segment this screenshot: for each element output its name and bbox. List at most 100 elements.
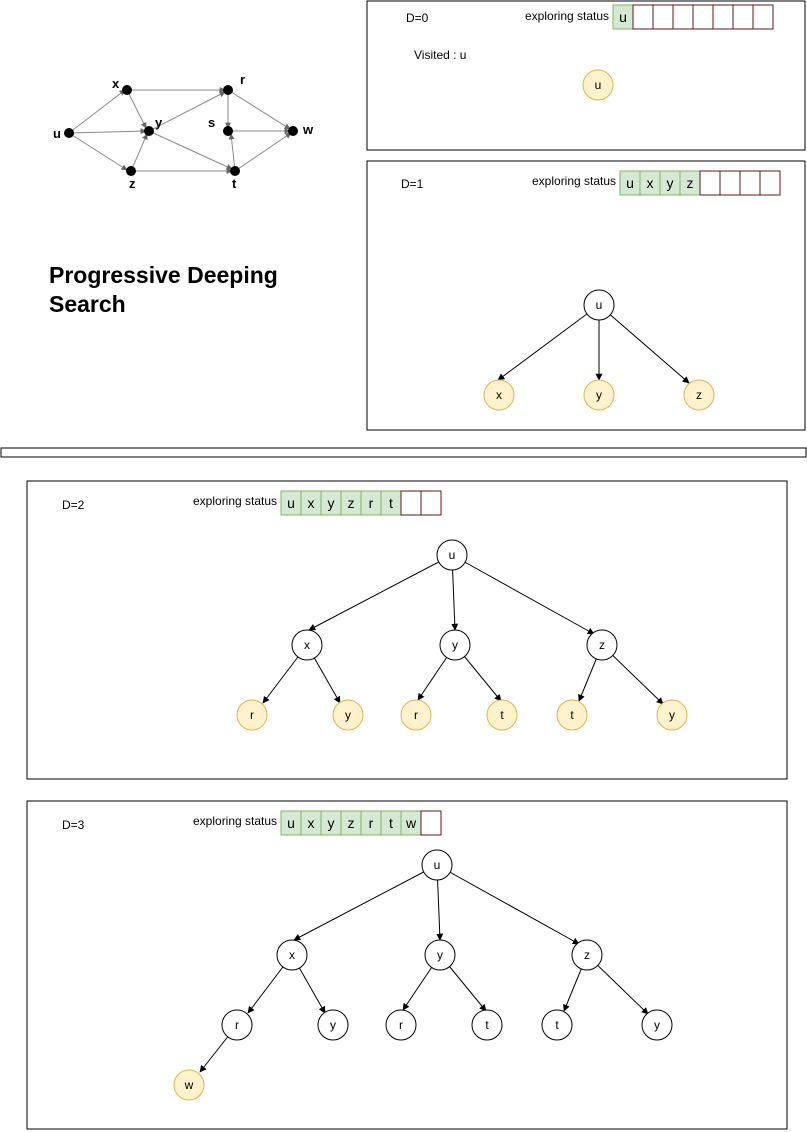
graph-label-r: r: [240, 72, 245, 87]
graph-node-y: [144, 126, 154, 136]
tree-node: [424, 939, 456, 971]
exploring-status-label: exploring status: [193, 494, 277, 508]
status-cell-empty: [652, 4, 674, 30]
graph-node-w: [288, 126, 298, 136]
status-cell-empty: [699, 170, 721, 196]
tree-node: [439, 629, 471, 661]
graph-nodes: [64, 85, 298, 176]
tree-node: [483, 379, 515, 411]
status-cell-empty: [719, 170, 741, 196]
graph-label-z: z: [129, 176, 136, 191]
graph-label-x: x: [112, 76, 120, 91]
tree-node-label: t: [570, 708, 574, 722]
tree-node-label: y: [669, 708, 675, 722]
tree-node: [471, 1009, 503, 1041]
graph-node-u: [64, 128, 74, 138]
status-cell-label: y: [328, 815, 335, 831]
edge-z-y: [130, 133, 148, 172]
status-cell-label: z: [687, 175, 694, 191]
status-cell-empty: [712, 4, 734, 30]
graph-label-t: t: [232, 176, 237, 191]
exploring-status-label: exploring status: [193, 814, 277, 828]
edge-y-t: [148, 130, 233, 170]
panel-d3-frame: [26, 800, 788, 1130]
tree-node-label: u: [596, 298, 603, 312]
edge-t-s: [228, 133, 236, 172]
exploring-status-label: exploring status: [532, 174, 616, 188]
tree-node-label: y: [437, 948, 443, 962]
tree-node-label: t: [485, 1018, 489, 1032]
tree-node: [641, 1009, 673, 1041]
graph-node-z: [126, 166, 136, 176]
tree-node-label: u: [449, 548, 456, 562]
edge-u-z: [68, 132, 128, 171]
tree-node-label: y: [596, 388, 602, 402]
tree-node-label: y: [654, 1018, 660, 1032]
tree-node: [556, 699, 588, 731]
tree-node-label: r: [235, 1018, 239, 1032]
tree-node: [291, 629, 323, 661]
status-cell-label: u: [287, 815, 295, 831]
depth-label: D=3: [62, 818, 85, 832]
tree-node-label: t: [500, 708, 504, 722]
tree-node-label: x: [289, 948, 295, 962]
tree-node-label: u: [595, 78, 602, 92]
status-cell-empty: [420, 810, 442, 836]
tree-node-label: r: [414, 708, 418, 722]
status-cell-label: u: [626, 175, 634, 191]
edge-r-w: [227, 89, 291, 130]
status-cell-label: t: [389, 495, 393, 511]
visited-text: Visited : u: [414, 48, 466, 62]
status-cell-empty: [752, 4, 774, 30]
tree-node: [683, 379, 715, 411]
graph-node-r: [223, 85, 233, 95]
exploring-status-label: exploring status: [525, 9, 609, 23]
tree-edge: [293, 864, 438, 941]
edge-u-y: [68, 128, 147, 135]
page-title-line-2: Search: [49, 291, 126, 317]
tree-node: [173, 1069, 205, 1101]
depth-label: D=2: [62, 498, 85, 512]
tree-node-label: y: [345, 708, 351, 722]
depth-label: D=1: [401, 177, 424, 191]
graph-node-t: [230, 166, 240, 176]
graph-edges: [68, 87, 292, 174]
tree-node-label: r: [250, 708, 254, 722]
tree-node-label: y: [330, 1018, 336, 1032]
graph-label-y: y: [155, 115, 163, 130]
page-title-line-1: Progressive Deeping: [49, 262, 278, 288]
graph-node-s: [223, 126, 233, 136]
status-cell-label: z: [348, 495, 355, 511]
status-cell-empty: [692, 4, 714, 30]
tree-node: [385, 1009, 417, 1041]
status-cell-label: u: [287, 495, 295, 511]
status-cell-label: y: [667, 175, 674, 191]
tree-node: [486, 699, 518, 731]
status-cell-empty: [732, 4, 754, 30]
tree-node: [276, 939, 308, 971]
tree-node-label: z: [696, 388, 702, 402]
tree-node-label: x: [304, 638, 310, 652]
status-cell-label: y: [328, 495, 335, 511]
tree-node-label: x: [496, 388, 502, 402]
panel-d2-frame: [26, 480, 788, 780]
tree-node: [332, 699, 364, 731]
edge-u-x: [68, 89, 126, 134]
panel-d0: D=0 exploring status u Visited : u u: [366, 0, 806, 151]
separator-bar: [0, 447, 807, 458]
tree-edge: [497, 304, 600, 381]
tree-node: [221, 1009, 253, 1041]
tree-node: [586, 629, 618, 661]
graph-label-w: w: [302, 122, 314, 137]
status-cell-empty: [759, 170, 781, 196]
status-cell-empty: [400, 490, 422, 516]
status-cell-label: r: [369, 495, 374, 511]
status-cell-empty: [420, 490, 442, 516]
tree-node: [236, 699, 268, 731]
tree-node-label: u: [434, 858, 441, 872]
